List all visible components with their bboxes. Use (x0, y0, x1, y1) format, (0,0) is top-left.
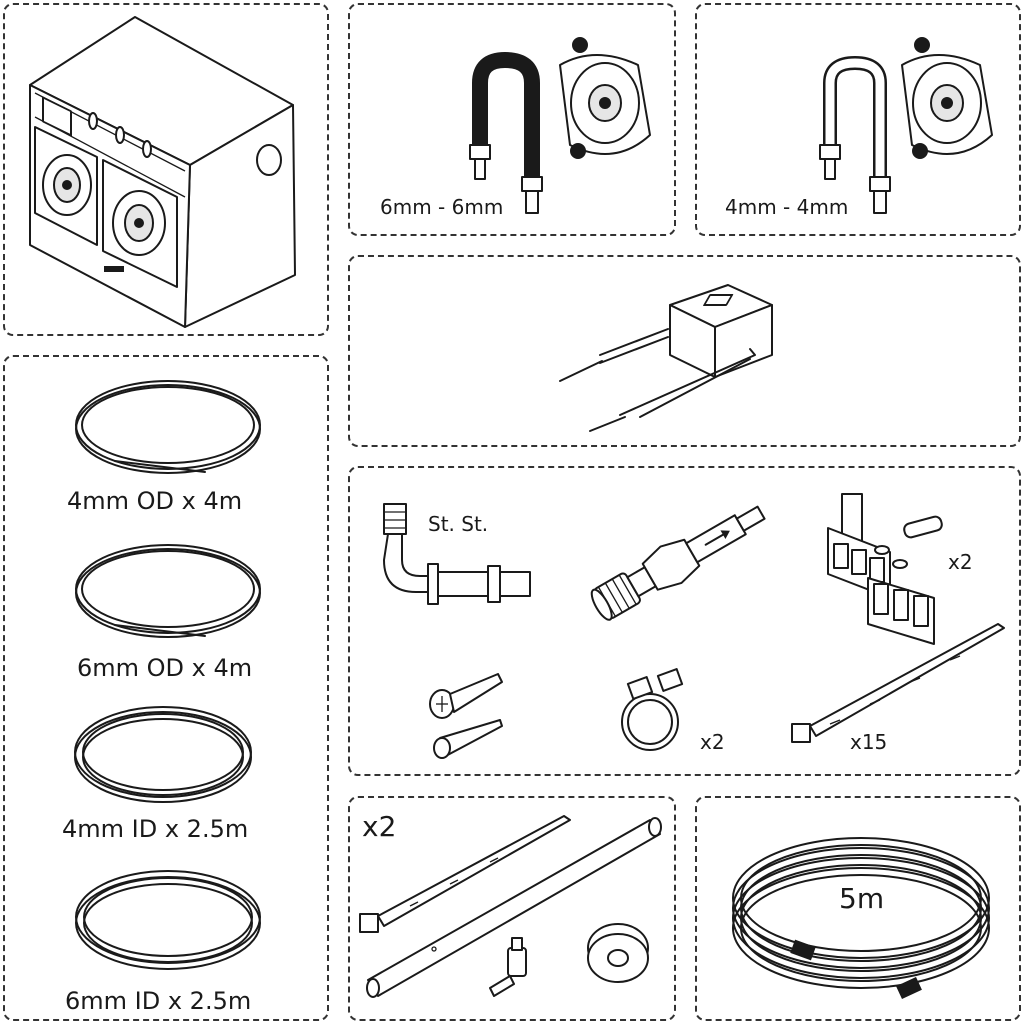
tubing-label-1: 4mm OD x 4m (67, 487, 243, 515)
pump-head-right (112, 190, 166, 256)
screw-and-plug-illustration (429, 673, 503, 759)
injection-fitting-label: St. St. (428, 512, 489, 536)
pump-kit-4mm-illustration (819, 37, 993, 214)
panel-pump-kit-4mm: 4mm - 4mm (695, 3, 1021, 236)
panel-tubing: 4mm OD x 4m 6mm OD x 4m 4mm ID x 2.5m 6m… (3, 355, 329, 1021)
hose-5m-illustration (732, 837, 990, 999)
hose-5m-label: 5m (839, 882, 885, 915)
panel-pump-kit-6mm: 6mm - 6mm (348, 3, 676, 236)
terminal-block-illustration (827, 493, 943, 645)
panel-hose-5m: 5m (695, 796, 1021, 1021)
pump-kit-4mm-label: 4mm - 4mm (725, 195, 849, 219)
cable-tie-illustration (791, 623, 1005, 743)
black-tube (472, 51, 540, 191)
tubing-label-2: 6mm OD x 4m (77, 654, 253, 682)
panel-lance-kit: x2 (348, 796, 676, 1021)
terminal-block-quantity: x2 (948, 550, 973, 574)
injection-fitting-illustration (383, 503, 531, 605)
dosing-unit-illustration (29, 16, 296, 328)
tubing-coil-1 (74, 380, 261, 970)
tubing-label-3: 4mm ID x 2.5m (62, 815, 249, 843)
lance-kit-quantity: x2 (362, 810, 397, 843)
level-sensor-illustration (559, 284, 773, 432)
panel-level-sensor (348, 255, 1021, 447)
tubing-label-4: 6mm ID x 2.5m (65, 987, 252, 1015)
lance-kit-illustration (359, 815, 662, 998)
indicator-lights (88, 112, 152, 158)
nut-icon (587, 923, 649, 983)
clear-tube (823, 55, 887, 190)
pump-head-left (42, 154, 92, 216)
fuse-icon (903, 515, 943, 539)
non-return-valve-illustration (590, 505, 766, 621)
panel-fittings: St. St. x2 (348, 466, 1021, 776)
cable-tie-quantity: x15 (850, 730, 888, 754)
panel-dosing-unit (3, 3, 329, 336)
pump-kit-6mm-illustration (469, 37, 651, 214)
hose-clip-quantity: x2 (700, 730, 725, 754)
pump-kit-6mm-label: 6mm - 6mm (380, 195, 504, 219)
cable-gland (256, 144, 282, 176)
hose-clip-illustration (621, 668, 684, 751)
